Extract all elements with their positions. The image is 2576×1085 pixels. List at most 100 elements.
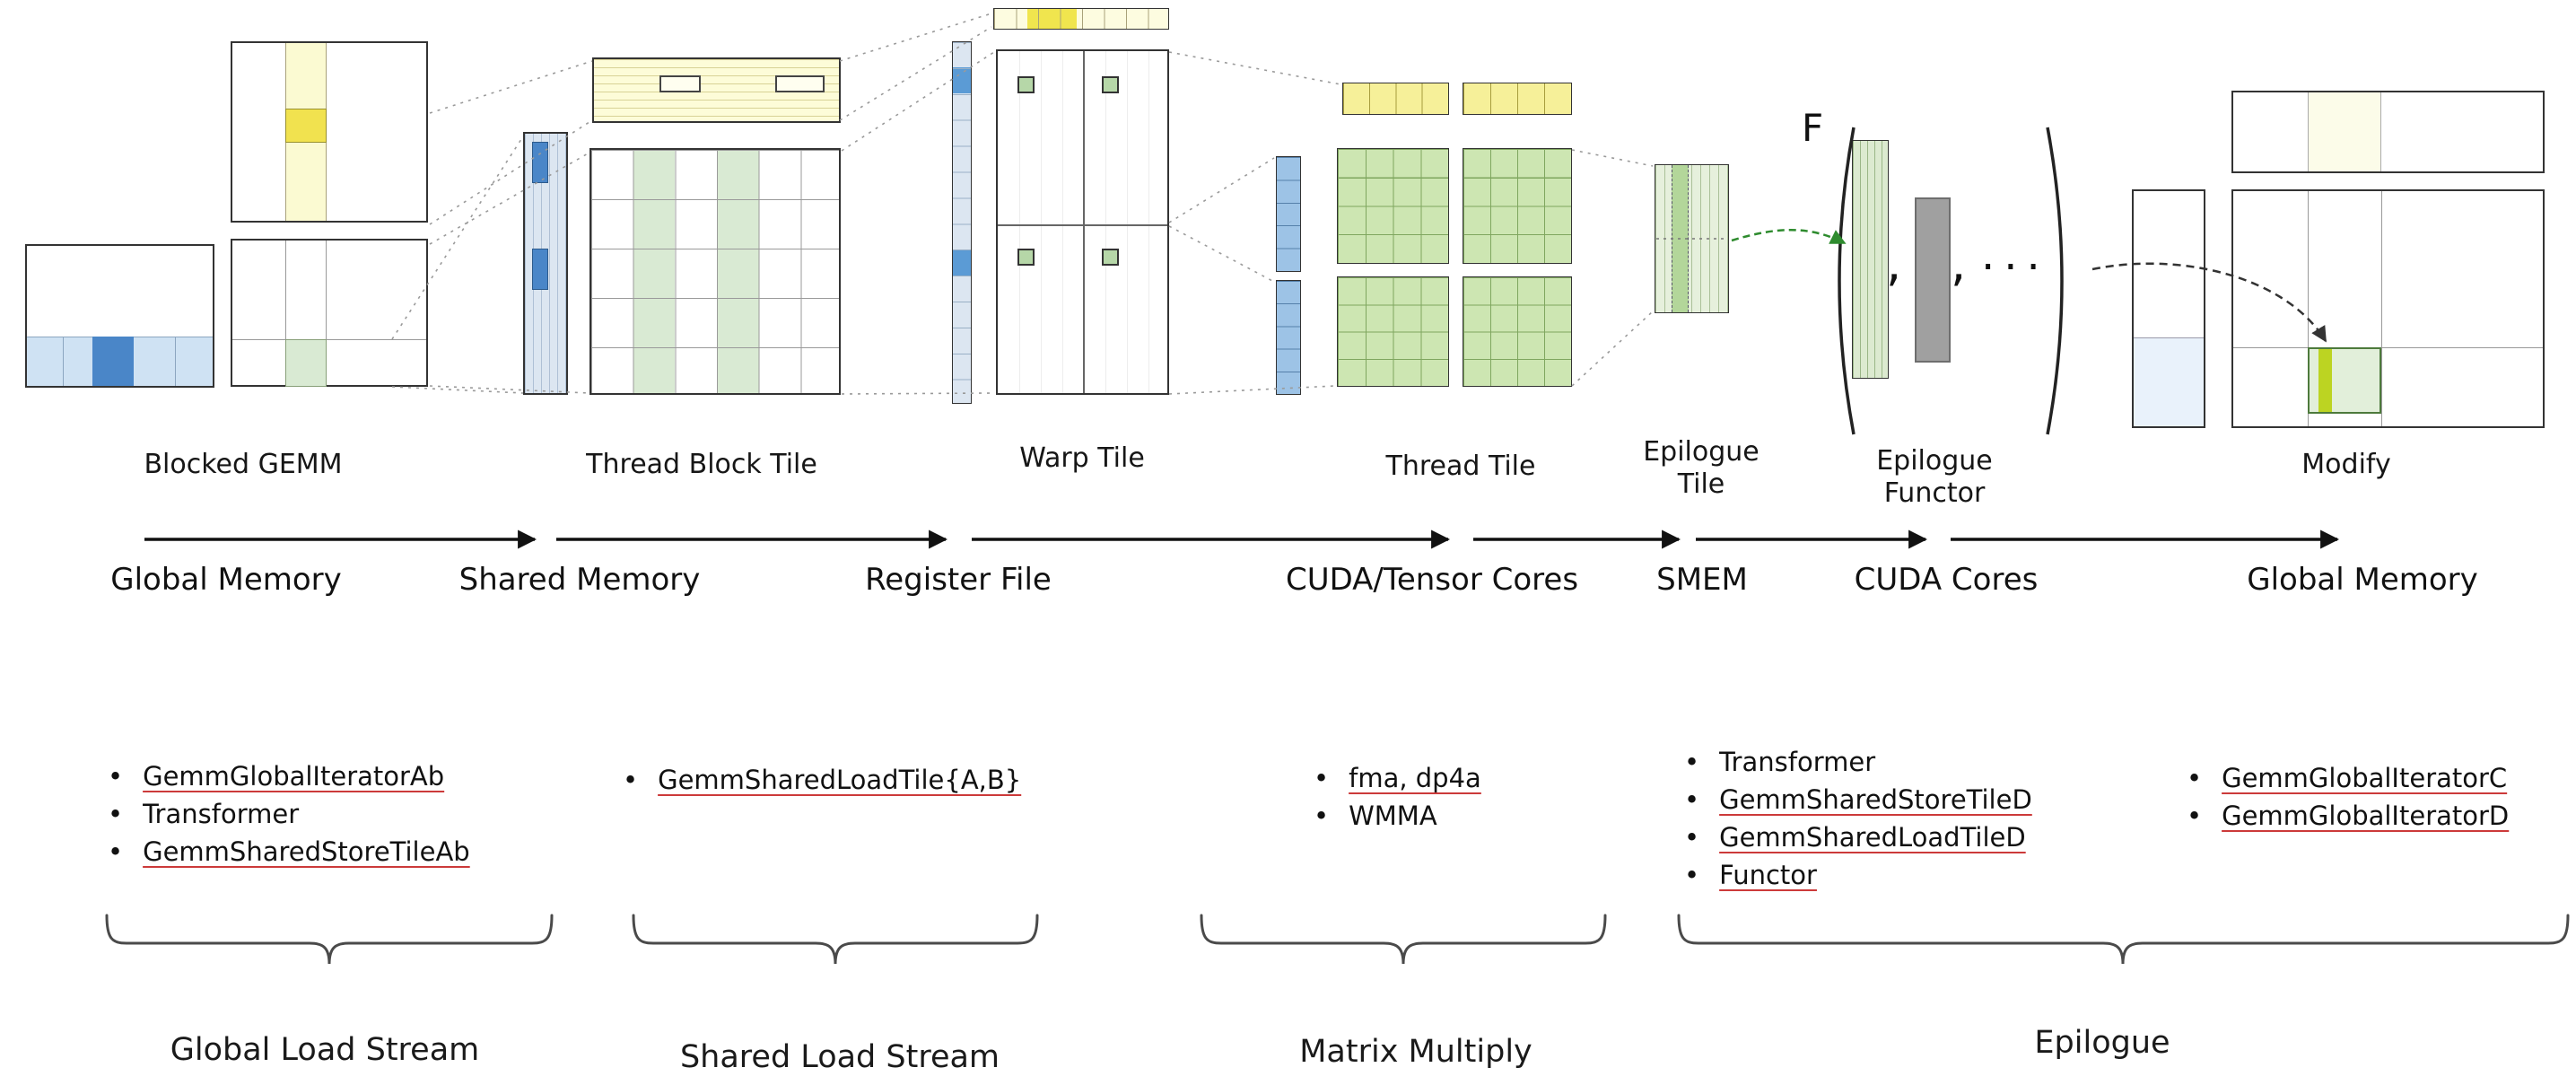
epilogue-tile-rect xyxy=(1655,164,1729,313)
stream-braces xyxy=(105,914,2570,965)
memory-label-register-file: Register File xyxy=(865,562,1052,598)
tbt-b-fragment-cell xyxy=(775,75,825,92)
grid-lines xyxy=(953,42,971,403)
functor-arg-source-block xyxy=(1915,197,1951,363)
stage-label-text: Warp Tile xyxy=(1019,442,1145,474)
tt-accum-tile xyxy=(1463,148,1572,264)
functor-comma: , xyxy=(1886,235,1902,292)
modify-active-cell xyxy=(2308,347,2381,414)
tt-accum-tile xyxy=(1337,148,1449,264)
stage-label-text: Thread Block Tile xyxy=(586,449,817,480)
blocked-gemm-matrix-c xyxy=(231,239,428,387)
bullet-icon: • xyxy=(2187,801,2203,831)
matrix-multiply-list: •fma, dp4a • WMMA xyxy=(1314,759,1481,835)
tbt-a-active-cell xyxy=(532,249,548,290)
bullet-icon: • xyxy=(1684,747,1700,777)
warp-mid-vline xyxy=(1083,51,1085,393)
stage-label-blocked-gemm: Blocked GEMM xyxy=(144,449,342,481)
stream-label-shared-load: Shared Load Stream xyxy=(680,1039,1000,1075)
epilogue-list-left: •Transformer •GemmSharedStoreTileD •Gemm… xyxy=(1684,743,2032,894)
class-name: fma, dp4a xyxy=(1349,763,1481,793)
warp-tile-rect xyxy=(996,49,1169,395)
memory-label-global-memory-right: Global Memory xyxy=(2247,562,2478,598)
class-name: GemmGlobalIteratorC xyxy=(2222,763,2508,793)
matrix-b-active-cell xyxy=(285,109,327,143)
warp-accum-cell xyxy=(1017,76,1035,93)
bullet-icon: • xyxy=(1684,860,1700,890)
memory-label-global-memory-left: Global Memory xyxy=(110,562,342,598)
class-name: Transformer xyxy=(143,799,300,829)
memory-label-cuda-tensor-cores: CUDA/Tensor Cores xyxy=(1286,562,1578,598)
stream-label-text: Global Load Stream xyxy=(170,1032,480,1068)
class-name: WMMA xyxy=(1349,801,1437,831)
class-name: Transformer xyxy=(1719,747,1876,777)
tt-b-strip xyxy=(1342,83,1449,115)
stage-label-text: Thread Tile xyxy=(1385,451,1536,482)
matrix-a-cell-divider xyxy=(175,337,176,386)
stage-label-text: Epilogue xyxy=(1643,436,1760,468)
list-item: •fma, dp4a xyxy=(1314,759,1481,797)
brace-shared-load xyxy=(632,914,1039,965)
class-name: GemmSharedLoadTile{A,B} xyxy=(658,765,1022,795)
tt-a-strip xyxy=(1276,280,1301,395)
list-item: •GemmSharedStoreTileD xyxy=(1684,781,2032,818)
grid-lines xyxy=(591,150,839,393)
stream-label-global-load: Global Load Stream xyxy=(170,1032,480,1068)
list-item: • GemmSharedLoadTile{A,B} xyxy=(623,761,1021,799)
memory-label-text: SMEM xyxy=(1656,562,1748,598)
bullet-icon: • xyxy=(1314,801,1330,831)
stage-label-epilogue-functor: Epilogue Functor xyxy=(1876,445,1993,510)
stage-label-text: Blocked GEMM xyxy=(144,449,343,480)
tbt-grid xyxy=(589,148,841,395)
bullet-icon: • xyxy=(623,765,639,795)
memory-label-cuda-cores: CUDA Cores xyxy=(1855,562,2039,598)
memory-label-text: Register File xyxy=(865,562,1052,598)
list-item: • WMMA xyxy=(1314,797,1481,835)
blocked-gemm-matrix-b xyxy=(231,41,428,223)
list-item: •GemmSharedLoadTileD xyxy=(1684,818,2032,856)
modify-top-col-highlight xyxy=(2308,92,2381,171)
class-name: GemmSharedStoreTileD xyxy=(1719,784,2032,815)
matrix-c-active-cell xyxy=(285,339,327,387)
list-item: •GemmGlobalIteratorAb xyxy=(108,757,470,795)
functor-arg-accum-strip xyxy=(1852,140,1889,379)
bullet-icon: • xyxy=(1684,822,1700,853)
blocked-gemm-matrix-a xyxy=(25,244,214,388)
list-item: •Transformer xyxy=(108,795,470,833)
modify-updated-column xyxy=(2318,349,2332,412)
tbt-b-fragment-cell xyxy=(659,75,701,92)
stage-label-text: Tile xyxy=(1677,468,1725,500)
stage-label-text: Functor xyxy=(1883,477,1986,509)
modify-left-highlight xyxy=(2134,337,2204,426)
memory-label-shared-memory: Shared Memory xyxy=(459,562,701,598)
list-item: • GemmGlobalIteratorD xyxy=(2187,797,2509,835)
memory-label-text: Shared Memory xyxy=(458,562,701,598)
tbt-smem-a-strip xyxy=(523,132,568,395)
matrix-c-col-line xyxy=(285,241,327,385)
matrix-a-cell-divider xyxy=(63,337,64,386)
matrix-c-row-line xyxy=(232,339,426,340)
functor-ellipsis: ... xyxy=(1981,230,2049,280)
stage-label-epilogue-tile: Epilogue Tile xyxy=(1643,436,1760,501)
class-name: GemmGlobalIteratorD xyxy=(2222,801,2510,831)
modify-main-rect xyxy=(2231,189,2545,428)
brace-matrix-multiply xyxy=(1200,914,1607,965)
shared-load-stream-list: • GemmSharedLoadTile{A,B} xyxy=(623,761,1021,799)
tbt-smem-b-strip xyxy=(592,57,841,123)
stage-label-text: Epilogue xyxy=(1876,445,1993,477)
list-item: •Functor xyxy=(1684,856,2032,894)
tbt-a-active-cell xyxy=(532,142,548,183)
warp-accum-cell xyxy=(1102,76,1119,93)
memory-label-text: Global Memory xyxy=(2247,562,2478,598)
modify-top-rect xyxy=(2231,91,2545,173)
stream-label-text: Matrix Multiply xyxy=(1299,1034,1533,1070)
warp-accum-cell xyxy=(1017,249,1035,266)
stage-label-modify: Modify xyxy=(2301,449,2390,481)
warp-a-fragment-strip xyxy=(952,41,972,404)
tt-accum-tile xyxy=(1463,276,1572,387)
list-item: •GemmSharedStoreTileAb xyxy=(108,833,470,871)
tt-a-strip xyxy=(1276,156,1301,272)
memory-label-text: CUDA Cores xyxy=(1854,562,2039,598)
grid-lines xyxy=(994,9,1168,29)
